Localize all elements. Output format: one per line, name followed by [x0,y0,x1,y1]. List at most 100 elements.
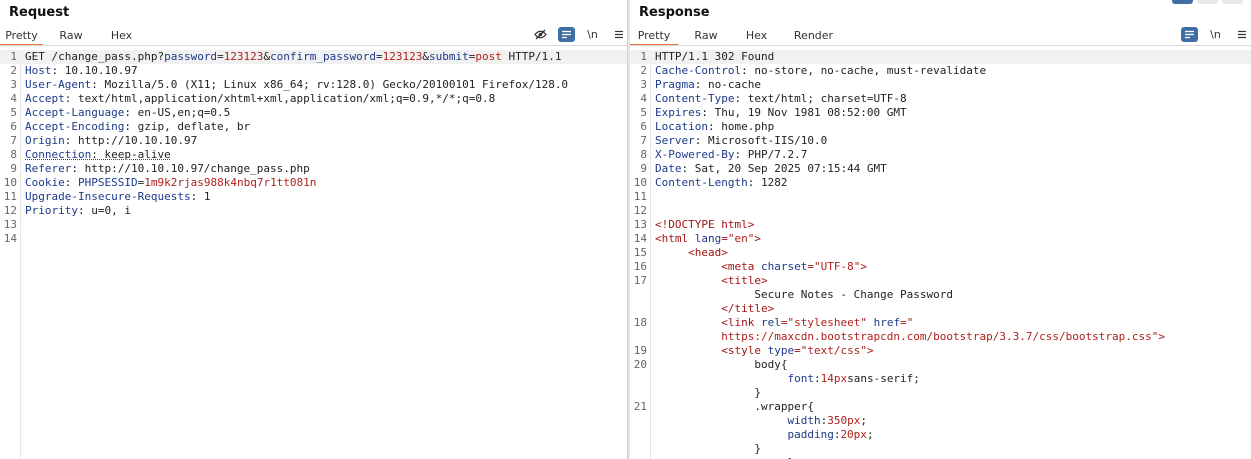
line-code: Cache-Control: no-store, no-cache, must-… [655,64,986,78]
code-line[interactable]: padding:20px; [630,428,1251,442]
code-line[interactable]: width:350px; [630,414,1251,428]
code-token: charset [760,260,808,273]
line-code: <html lang="en"> [655,232,761,246]
line-code: <!DOCTYPE html> [655,218,754,232]
response-toolbar: \n [1172,27,1250,42]
code-line[interactable]: } [630,456,1251,459]
code-line[interactable]: 14 <html lang="en"> [630,232,1251,246]
code-line[interactable]: https://maxcdn.bootstrapcdn.com/bootstra… [630,330,1251,344]
menu-icon[interactable] [1233,27,1250,42]
line-number: 5 [10,106,17,119]
code-line[interactable]: 11 [630,190,1251,204]
code-line[interactable]: </title> [630,302,1251,316]
line-number: 14 [633,232,647,245]
line-code: Accept-Language: en-US,en;q=0.5 [25,106,230,120]
wrap-lines-icon[interactable] [558,27,575,42]
code-line[interactable]: 21 .wrapper{ [630,400,1251,414]
tab-pretty[interactable]: Pretty [630,27,678,46]
code-line[interactable]: 18 <link rel="stylesheet" href=" [630,316,1251,330]
panel-splitter[interactable] [627,0,630,459]
layout-button-alt-2[interactable] [1222,0,1243,4]
request-toolbar: \n [523,27,627,42]
code-line[interactable]: 19 <style type="text/css"> [630,344,1251,358]
code-token: =" [780,316,795,329]
line-number: 17 [633,274,647,287]
line-number: 19 [633,344,647,357]
line-number: 5 [640,106,647,119]
code-token: & [263,50,271,63]
layout-button[interactable] [1172,0,1193,4]
tab-raw[interactable]: Raw [694,29,718,42]
code-line[interactable]: font:14pxsans-serif; [630,372,1251,386]
code-line[interactable]: 13 [0,218,627,232]
code-token: User-Agent [25,78,92,91]
code-line[interactable]: 14 [0,232,627,246]
code-line[interactable]: 5 Accept-Language: en-US,en;q=0.5 [0,106,627,120]
layout-button-alt[interactable] [1197,0,1218,4]
code-token: Location [655,120,708,133]
code-line[interactable]: } [630,442,1251,456]
code-line[interactable]: 16 <meta charset="UTF-8"> [630,260,1251,274]
code-token: 1m9k2rjas988k4nbq7r1tt081n [144,176,317,189]
code-line[interactable]: } [630,386,1251,400]
code-line[interactable]: Secure Notes - Change Password [630,288,1251,302]
line-code: Accept-Encoding: gzip, deflate, br [25,120,250,134]
code-token: : no-store, no-cache, must-revalidate [741,64,987,77]
menu-icon[interactable] [610,27,627,42]
tab-render[interactable]: Render [793,29,834,42]
code-line[interactable]: 2 Cache-Control: no-store, no-cache, must… [630,64,1251,78]
code-line[interactable]: 20 body{ [630,358,1251,372]
line-code: X-Powered-By: PHP/7.2.7 [655,148,807,162]
line-code: Connection: keep-alive [25,148,171,162]
line-code: font:14pxsans-serif; [655,372,920,386]
code-token: ; [860,414,867,427]
code-token: = [376,50,383,63]
code-token: & [422,50,430,63]
code-token: "> [747,232,761,245]
code-token: padding [787,428,834,441]
line-code: GET /change_pass.php?password=123123&con… [25,50,562,64]
newline-toggle-icon[interactable]: \n [1210,28,1221,41]
line-code: Accept: text/html,application/xhtml+xml,… [25,92,495,106]
code-token [655,344,721,357]
line-number: 2 [640,64,647,77]
code-line[interactable]: 13<!DOCTYPE html> [630,218,1251,232]
code-line[interactable]: 17 <title> [630,274,1251,288]
code-token [655,260,721,273]
hide-eye-icon[interactable] [532,27,549,42]
code-token: : [813,372,821,385]
code-line[interactable]: 12 [630,204,1251,218]
code-token: sans-serif; [847,372,920,385]
wrap-lines-icon[interactable] [1181,27,1198,42]
tab-hex[interactable]: Hex [745,29,768,42]
code-token [655,302,721,315]
tab-raw[interactable]: Raw [59,29,83,42]
tab-pretty[interactable]: Pretty [0,27,43,46]
response-title: Response [639,5,710,20]
code-line[interactable]: 15 <head> [630,246,1251,260]
tab-hex[interactable]: Hex [110,29,133,42]
newline-toggle-icon[interactable]: \n [587,28,598,41]
